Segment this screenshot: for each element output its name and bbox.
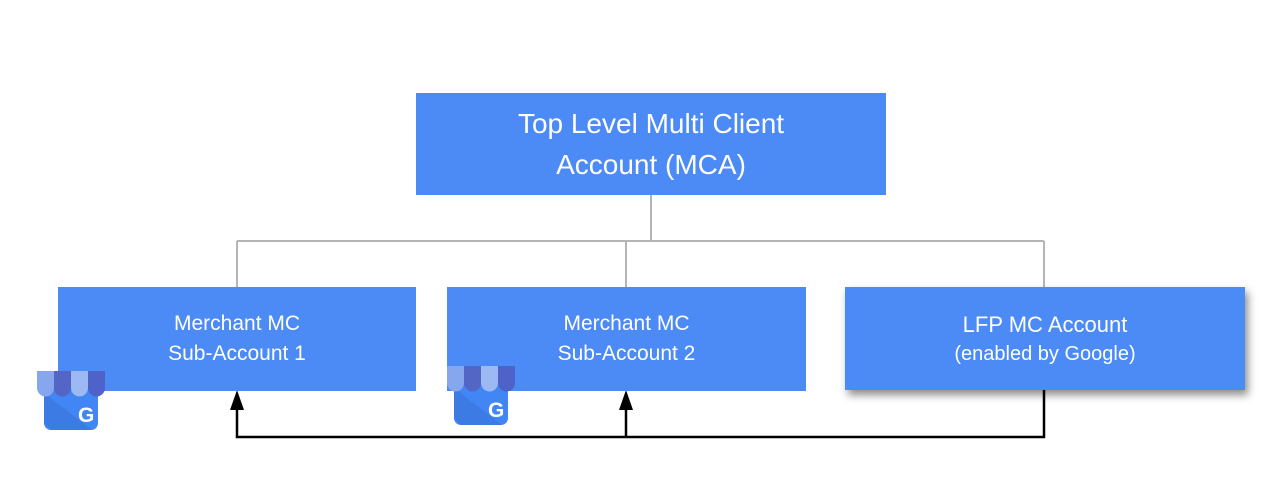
awning-stripe-4 <box>498 366 515 392</box>
node-lfp-mc-account-line1: LFP MC Account <box>962 311 1128 337</box>
arrowhead-sub2 <box>619 390 633 410</box>
flow-line-lfp-to-subs <box>235 390 1046 439</box>
awning-stripe-2 <box>464 366 481 392</box>
node-merchant-sub-account-1-line1: Merchant MC <box>173 312 301 335</box>
google-business-storefront-icon-sub1: G <box>37 371 105 430</box>
storefront-fold <box>44 393 92 430</box>
awning-stripe-2 <box>54 371 71 397</box>
storefront-fold <box>454 388 502 425</box>
awning-stripe-4 <box>88 371 105 397</box>
node-merchant-sub-account-1-line2: Sub-Account 1 <box>168 342 306 365</box>
awning-stripe-1 <box>447 366 464 392</box>
awning-stripe-1 <box>37 371 54 397</box>
node-top-level-mca: Top Level Multi Client Account (MCA) <box>416 93 886 195</box>
arrowhead-sub1 <box>230 390 244 410</box>
node-merchant-sub-account-2-line2: Sub-Account 2 <box>557 342 696 365</box>
node-top-level-mca-line2: Account (MCA) <box>556 149 746 180</box>
node-lfp-mc-account-line2: (enabled by Google) <box>954 342 1136 365</box>
google-g-letter: G <box>78 404 94 427</box>
awning-stripe-3 <box>481 366 498 392</box>
google-business-storefront-icon-sub2: G <box>447 366 515 425</box>
google-g-letter: G <box>488 399 504 422</box>
node-lfp-mc-account: LFP MC Account (enabled by Google) <box>845 287 1245 390</box>
node-merchant-sub-account-1: Merchant MC Sub-Account 1 <box>58 287 416 391</box>
node-merchant-sub-account-2-line1: Merchant MC <box>563 312 690 335</box>
node-top-level-mca-line1: Top Level Multi Client <box>517 108 785 139</box>
awning-stripe-3 <box>71 371 88 397</box>
